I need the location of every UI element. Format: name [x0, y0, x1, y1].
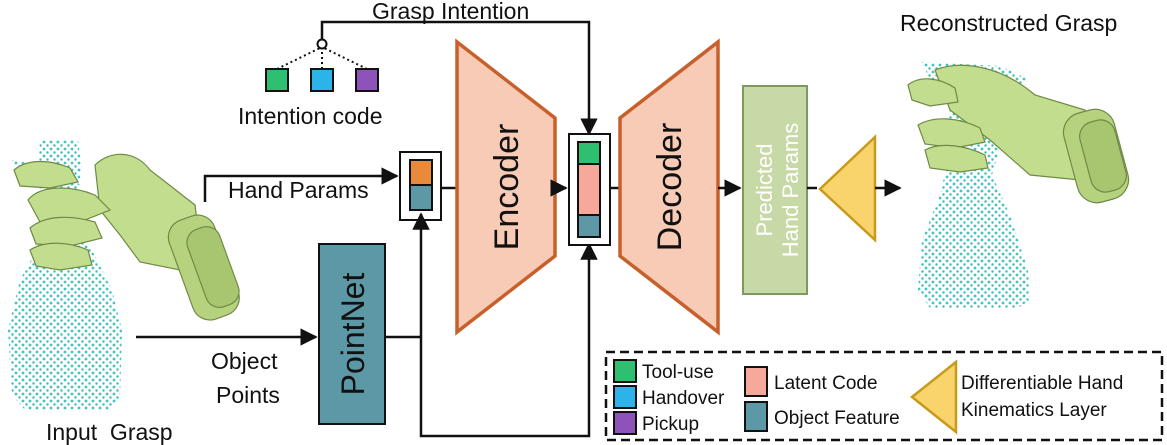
pointnet-block: [318, 243, 386, 425]
legend-pickup-swatch: [613, 411, 637, 435]
hand-params-label: Hand Params: [228, 177, 369, 203]
pointnet-to-decoder-arrow: [419, 242, 598, 438]
reconstructed-robot-hand-mesh-icon: [907, 64, 1130, 204]
pointnet-label: PointNet: [335, 273, 371, 396]
legend-kinematics-swatch: [909, 359, 958, 435]
grasp-intention-label: Grasp Intention: [372, 0, 529, 24]
legend-handover-label: Handover: [642, 388, 725, 409]
legend: Tool-use Handover Pickup Latent Code Obj…: [604, 350, 1164, 442]
predicted-label-line1: Predicted: [752, 144, 777, 237]
legend-tool-use-swatch: [613, 359, 637, 383]
encoder-label: Encoder: [488, 124, 526, 251]
encoder-block: [455, 38, 557, 336]
predicted-label-line2: Hand Params: [778, 123, 803, 258]
reconstructed-grasp-image: [907, 62, 1130, 308]
hand-param-cell: [409, 159, 433, 186]
legend-frame: [604, 350, 1164, 442]
pickup-code-square: [355, 68, 379, 92]
kinematics-layer-block: [818, 134, 877, 243]
hand-params-arrow: [203, 167, 399, 202]
predicted-hand-params-block: [742, 85, 808, 295]
legend-handover-swatch: [613, 385, 637, 409]
decoder-label: Decoder: [651, 123, 689, 252]
intention-selector-node: [316, 38, 328, 50]
legend-tool-use-label: Tool-use: [642, 362, 714, 383]
legend-object-feature-label: Object Feature: [774, 408, 900, 429]
legend-latent-code-swatch: [744, 366, 768, 397]
legend-pickup-label: Pickup: [642, 414, 699, 435]
legend-kinematics-label-line2: Kinematics Layer: [961, 400, 1107, 421]
robot-hand-mesh-icon: [13, 153, 240, 321]
latent-intention-cell: [577, 141, 601, 165]
intention-code-label: Intention code: [238, 103, 383, 129]
tool-use-code-square: [265, 68, 289, 92]
latent-code-cell: [577, 163, 601, 216]
object-points-label-line2: Points: [216, 382, 280, 408]
latent-object-feature-cell: [577, 214, 601, 238]
input-grasp-label: Input Grasp: [46, 419, 173, 445]
reconstructed-grasp-label: Reconstructed Grasp: [900, 10, 1117, 36]
latent-vector: [568, 133, 611, 246]
input-grasp-image: Input Grasp: [8, 140, 240, 445]
legend-kinematics-label-line1: Differentiable Hand: [961, 373, 1123, 394]
intention-code-group: Intention code: [238, 38, 383, 129]
object-feature-cell: [409, 184, 433, 211]
object-points-label-line1: Object: [211, 348, 278, 374]
decoder-block: [618, 38, 720, 336]
handover-code-square: [310, 68, 334, 92]
legend-latent-code-label: Latent Code: [774, 373, 878, 394]
encoder-input-vector: [399, 151, 442, 221]
grasp-intention-arrow: [320, 20, 598, 136]
legend-object-feature-swatch: [744, 401, 768, 432]
